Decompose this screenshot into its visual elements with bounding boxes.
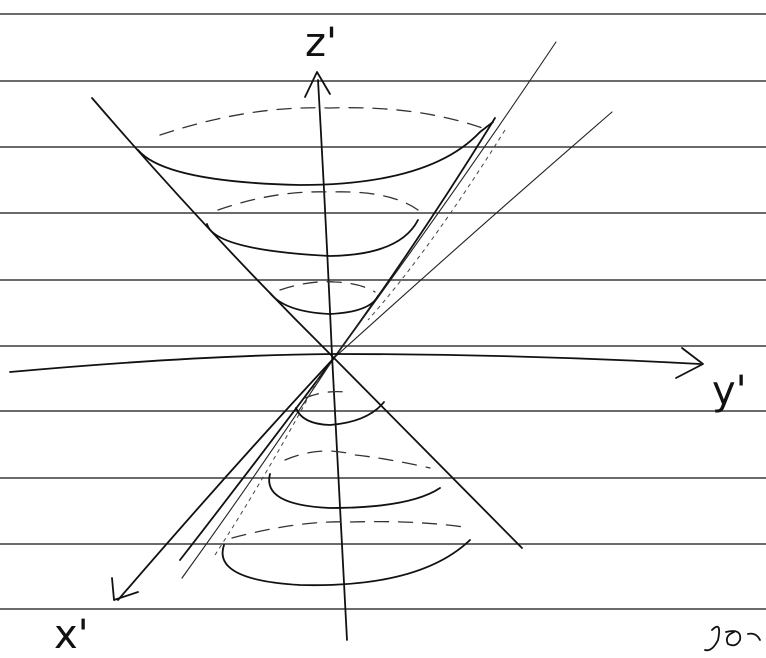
- z-axis-label: z': [305, 20, 337, 66]
- lower-nappe-slices: [221, 390, 471, 587]
- signature: [704, 625, 761, 652]
- y-axis: [9, 353, 701, 373]
- lower-slice-1-back: [304, 390, 346, 399]
- upper-slice-2-back: [217, 191, 419, 211]
- upper-slice-2-front: [206, 219, 419, 257]
- y-axis-arrowhead: [675, 347, 704, 379]
- x-axis: [117, 357, 335, 601]
- upper-nappe-slices: [137, 107, 494, 315]
- ruled-lines: [0, 13, 766, 610]
- upper-slice-3-back: [279, 281, 376, 293]
- upper-slice-1-back: [159, 107, 489, 136]
- cone-generators: [91, 41, 613, 579]
- guide-stroke: [214, 371, 323, 556]
- lower-slice-2-back: [284, 450, 431, 469]
- guide-stroke: [367, 129, 506, 321]
- lower-slice-2-front: [268, 473, 441, 509]
- cone-edge-left: [91, 97, 523, 549]
- axes: [9, 71, 704, 641]
- z-axis-arrowhead: [304, 71, 331, 98]
- z-axis: [317, 79, 348, 641]
- pencil-guides: [214, 129, 506, 556]
- y-axis-label: y': [712, 368, 747, 414]
- lower-slice-3-back: [231, 520, 471, 539]
- lower-slice-3-front: [221, 539, 471, 587]
- upper-slice-1-front: [137, 121, 494, 186]
- cone-edge-front: [333, 111, 613, 359]
- lower-slice-1-front: [295, 401, 385, 426]
- cone-edge-back: [181, 41, 557, 579]
- upper-slice-3-front: [269, 292, 379, 315]
- x-axis-label: x': [54, 612, 89, 654]
- x-axis-arrowhead: [111, 577, 139, 601]
- signature-stroke: [704, 625, 761, 652]
